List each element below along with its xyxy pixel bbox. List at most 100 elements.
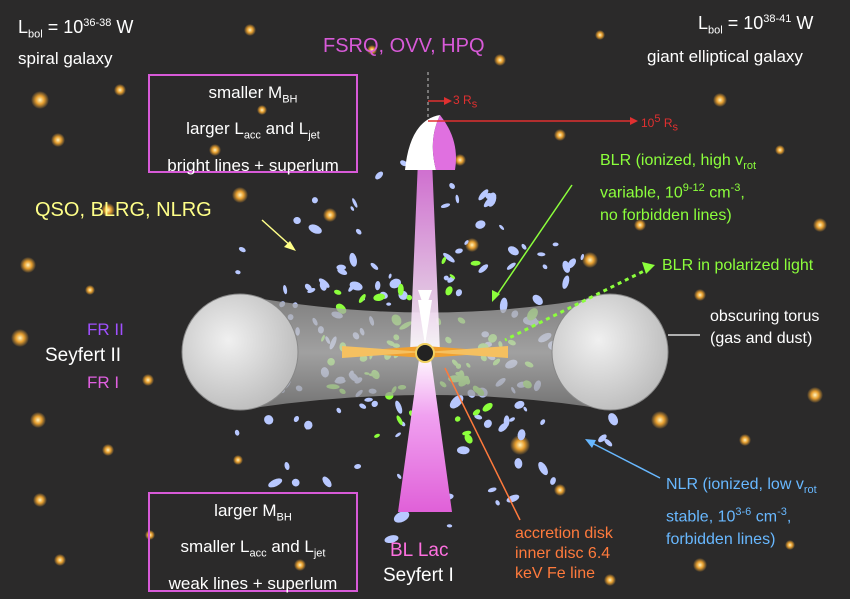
nlr-cloud [499, 297, 508, 314]
nlr-cloud [478, 264, 489, 273]
nlr-cloud [443, 275, 449, 281]
nlr-cloud [371, 400, 378, 407]
nlr-cloud [389, 278, 402, 289]
nlr-cloud [550, 477, 556, 485]
nlr-cloud [336, 264, 346, 271]
nlr-cloud [370, 262, 379, 270]
nlr-cloud [537, 252, 546, 257]
blr-polarized-label: BLR in polarized light [662, 257, 814, 274]
jet-down [398, 352, 452, 512]
nlr-cloud [509, 417, 515, 422]
nlr-cloud [483, 419, 492, 428]
scale-1e5rs: 105 Rs [641, 113, 678, 134]
nlr-cloud [446, 524, 453, 528]
nlr-cloud [538, 461, 548, 476]
box-bottom [148, 492, 358, 592]
nlr-cloud [238, 246, 246, 253]
blr-cloud [470, 260, 481, 266]
nlr-cloud [532, 294, 543, 306]
nlr-cloud [307, 288, 316, 293]
bottom-box-text: larger MBH smaller Lacc and Ljet weak li… [168, 501, 338, 593]
nlr-cloud [523, 406, 528, 412]
top-left-luminosity: Lbol = 1036-38 W [18, 17, 134, 41]
seyfert1-label: Seyfert I [383, 565, 454, 586]
blr-cloud [373, 293, 386, 302]
scale-markers [427, 72, 638, 125]
top-right-luminosity: Lbol = 1038-41 W [698, 13, 814, 37]
nlr-cloud [507, 246, 519, 256]
nlr-cloud [608, 413, 619, 426]
nlr-cloud [552, 242, 559, 247]
blr-cloud [482, 402, 493, 412]
pointer-lines [261, 184, 700, 521]
nlr-cloud [322, 476, 332, 488]
seyfert2-label: Seyfert II [45, 345, 122, 366]
nlr-cloud [349, 252, 357, 267]
nlr-cloud [478, 189, 489, 201]
nlr-cloud [350, 206, 355, 211]
nlr-cloud [506, 262, 516, 270]
nlr-cloud [455, 289, 463, 297]
nlr-cloud [580, 253, 585, 261]
blr-cloud [334, 289, 342, 295]
blr-cloud [396, 415, 403, 425]
nlr-cloud [352, 198, 358, 208]
nlr-cloud [475, 220, 486, 229]
nlr-cloud [311, 197, 318, 204]
nlr-cloud [540, 419, 546, 426]
blr-label: BLR (ionized, high vrot variable, 109-12… [600, 152, 757, 224]
nlr-cloud [455, 194, 460, 204]
nlr-cloud [386, 302, 392, 306]
spiral-galaxy-label: spiral galaxy [18, 49, 113, 68]
nlr-cloud [483, 194, 497, 208]
nlr-cloud [514, 458, 523, 469]
nlr-cloud [375, 171, 384, 180]
blr-cloud [462, 430, 472, 436]
torus-label: obscuring torus (gas and dust) [710, 308, 820, 347]
nlr-cloud [396, 473, 402, 479]
blr-cloud [445, 286, 453, 296]
nlr-cloud [319, 280, 327, 291]
nlr-cloud [374, 281, 381, 291]
nlr-cloud [359, 403, 367, 409]
nlr-cloud [304, 420, 313, 430]
jet-top-label: FSRQ, OVV, HPQ [323, 35, 485, 57]
nlr-cloud [291, 478, 300, 487]
nlr-cloud [443, 252, 455, 263]
nlr-cloud [562, 275, 570, 289]
accretion-disk [342, 343, 508, 363]
nlr-label: NLR (ionized, low vrot stable, 103-6 cm-… [666, 476, 817, 548]
blr-cloud [374, 433, 380, 438]
nlr-cloud [567, 258, 577, 269]
nlr-cloud [495, 500, 500, 506]
nlr-cloud [293, 216, 301, 225]
nlr-cloud [304, 283, 312, 291]
nlr-cloud [293, 415, 299, 423]
nlr-cloud [384, 535, 399, 544]
nlr-cloud [283, 284, 288, 295]
nlr-cloud [395, 400, 403, 414]
nlr-cloud [503, 415, 510, 428]
nlr-cloud [455, 248, 463, 254]
nlr-cloud [354, 464, 362, 469]
box-top [148, 74, 358, 173]
nlr-cloud [440, 203, 451, 208]
blr-cloud [449, 274, 456, 279]
nlr-cloud [457, 446, 470, 455]
blr-cloud [464, 434, 473, 444]
nlr-cloud [487, 487, 497, 493]
nlr-cloud [308, 224, 322, 234]
nlr-cloud [499, 224, 505, 230]
blr-cloud [454, 416, 461, 422]
nlr-cloud [364, 397, 373, 402]
nlr-cloud [393, 511, 410, 523]
nlr-cloud [542, 264, 548, 270]
nlr-cloud [349, 281, 363, 291]
nlr-cloud [388, 273, 392, 279]
nlr-cloud [234, 429, 240, 436]
nlr-cloud [284, 461, 290, 471]
blr-cloud [441, 256, 447, 265]
nlr-cloud [264, 415, 274, 425]
fr2-label: FR II [87, 320, 124, 339]
